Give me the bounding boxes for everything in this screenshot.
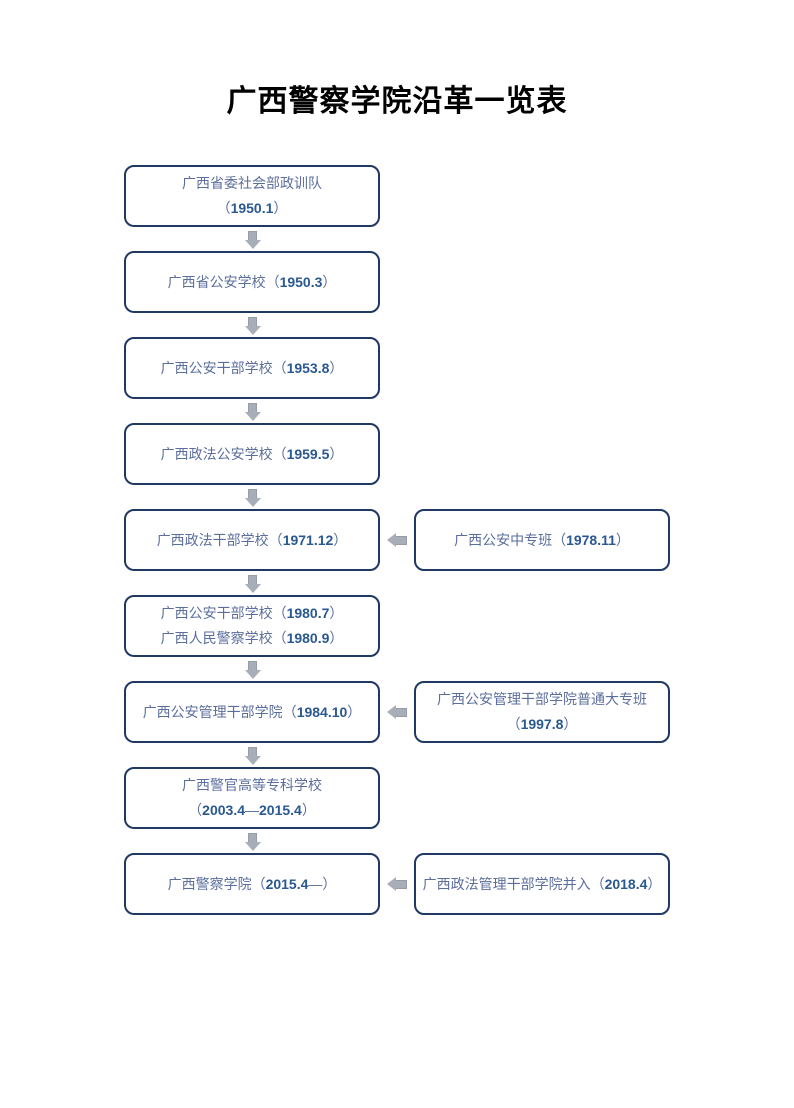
flow-node-1953-cadre-school: 广西公安干部学校（1953.8） [124,337,380,399]
node-text-line: 广西政法公安学校（1959.5） [160,445,344,462]
left-arrow-icon [387,705,407,719]
flow-node-1984-management-cadre-institute: 广西公安管理干部学院（1984.10） [124,681,380,743]
down-arrow-icon [244,747,261,765]
left-arrow-icon [387,533,407,547]
page-title: 广西警察学院沿革一览表 [226,85,568,118]
down-arrow-icon [244,661,261,679]
node-text-line: 广西省委社会部政训队 [182,175,322,191]
node-text-line: 广西公安管理干部学院普通大专班 [437,691,647,707]
down-arrow-icon [244,231,261,249]
node-text-line: （1950.1） [216,200,288,216]
flow-node-1980-dual-schools: 广西公安干部学校（1980.7） 广西人民警察学校（1980.9） [124,595,380,657]
node-text-line: 广西公安干部学校（1980.7） [160,605,344,621]
down-arrow-icon [244,317,261,335]
node-text-line: 广西政法干部学校（1971.12） [156,531,348,548]
node-text-line: 广西人民警察学校（1980.9） [160,630,344,646]
node-text-line: 广西警官高等专科学校 [182,777,322,793]
node-text-line: 广西公安中专班（1978.11） [454,531,630,548]
down-arrow-icon [244,833,261,851]
flow-node-2003-police-officer-college: 广西警官高等专科学校 （2003.4—2015.4） [124,767,380,829]
down-arrow-icon [244,575,261,593]
side-node-1997-junior-college-class: 广西公安管理干部学院普通大专班 （1997.8） [414,681,670,743]
down-arrow-icon [244,489,261,507]
side-node-1978-secondary-class: 广西公安中专班（1978.11） [414,509,670,571]
flow-node-2015-police-college: 广西警察学院（2015.4—） [124,853,380,915]
node-text-line: （2003.4—2015.4） [188,802,316,818]
flow-node-1959-politics-law-school: 广西政法公安学校（1959.5） [124,423,380,485]
node-text-line: 广西公安干部学校（1953.8） [160,359,344,376]
flow-node-1971-politics-law-cadre-school: 广西政法干部学校（1971.12） [124,509,380,571]
node-text-line: （1997.8） [506,716,578,732]
node-text-line: 广西政法管理干部学院并入（2018.4） [422,875,662,892]
side-node-2018-merged-institute: 广西政法管理干部学院并入（2018.4） [414,853,670,915]
flow-node-1950-public-security-school: 广西省公安学校（1950.3） [124,251,380,313]
left-arrow-icon [387,877,407,891]
node-text-line: 广西警察学院（2015.4—） [167,875,337,892]
down-arrow-icon [244,403,261,421]
flow-node-1950-political-training-unit: 广西省委社会部政训队 （1950.1） [124,165,380,227]
node-text-line: 广西公安管理干部学院（1984.10） [142,703,362,720]
node-text-line: 广西省公安学校（1950.3） [167,273,337,290]
